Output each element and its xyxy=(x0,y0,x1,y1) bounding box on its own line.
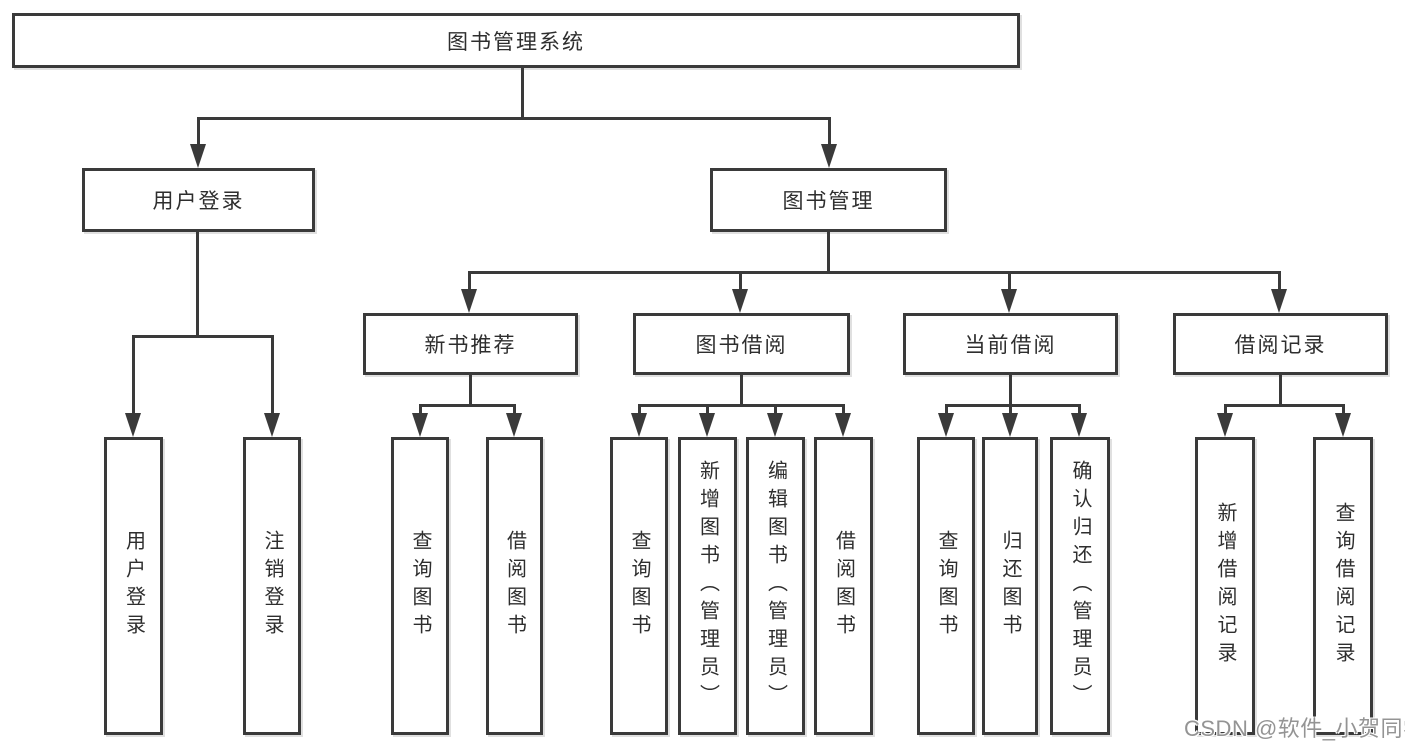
connector-line xyxy=(1278,271,1281,291)
connector-line xyxy=(1279,375,1282,407)
node-label-user-login: 用户登录 xyxy=(152,190,245,213)
arrowhead-down xyxy=(1335,413,1351,437)
node-label-book-management: 图书管理 xyxy=(782,190,875,213)
arrowhead-down xyxy=(631,413,647,437)
connector-line xyxy=(1078,404,1081,418)
connector-line xyxy=(468,271,1281,274)
leaf-node-borrow-books-recommend: 借阅图书 xyxy=(486,437,543,735)
connector-line xyxy=(842,404,845,418)
leaf-label-add-books-admin: 新增图书（管理员） xyxy=(696,460,719,712)
connector-line xyxy=(132,335,274,338)
connector-line xyxy=(419,404,422,418)
connector-line xyxy=(196,232,199,338)
connector-line xyxy=(774,404,777,418)
arrowhead-down xyxy=(264,413,280,437)
node-box-new-book-recommend: 新书推荐 xyxy=(363,313,578,375)
connector-line xyxy=(638,404,845,407)
arrowhead-down xyxy=(1002,413,1018,437)
connector-line xyxy=(419,404,516,407)
arrowhead-down xyxy=(190,144,206,168)
arrowhead-down xyxy=(461,289,477,313)
arrowhead-down xyxy=(938,413,954,437)
connector-line xyxy=(1224,404,1227,418)
connector-line xyxy=(739,271,742,291)
arrowhead-down xyxy=(1071,413,1087,437)
leaf-label-query-books-current: 查询图书 xyxy=(935,530,957,642)
connector-line xyxy=(197,117,200,149)
leaf-node-query-borrow-record: 查询借阅记录 xyxy=(1313,437,1373,735)
leaf-node-query-books-current: 查询图书 xyxy=(917,437,975,735)
leaf-label-logout: 注销登录 xyxy=(261,530,283,642)
node-label-borrow-records: 借阅记录 xyxy=(1234,334,1327,357)
csdn-watermark: CSDN @软件_小贺同学 xyxy=(1184,716,1405,741)
arrowhead-down xyxy=(125,413,141,437)
arrowhead-down xyxy=(1271,289,1287,313)
leaf-label-borrow-books-recommend: 借阅图书 xyxy=(503,530,526,642)
leaf-label-user-login: 用户登录 xyxy=(122,530,145,642)
node-label-book-borrow: 图书借阅 xyxy=(695,334,788,357)
leaf-node-add-books-admin: 新增图书（管理员） xyxy=(678,437,737,735)
connector-line xyxy=(945,404,948,418)
leaf-node-query-books-recommend: 查询图书 xyxy=(391,437,449,735)
leaf-label-add-borrow-record: 新增借阅记录 xyxy=(1214,502,1236,670)
node-box-book-borrow: 图书借阅 xyxy=(633,313,850,375)
connector-line xyxy=(828,117,831,149)
connector-line xyxy=(1224,404,1345,407)
leaf-node-return-books: 归还图书 xyxy=(982,437,1038,735)
connector-line xyxy=(521,66,524,119)
arrowhead-down xyxy=(699,413,715,437)
connector-line xyxy=(197,117,831,120)
node-label-new-book-recommend: 新书推荐 xyxy=(424,334,517,357)
leaf-label-query-borrow-record: 查询借阅记录 xyxy=(1332,502,1354,670)
connector-line xyxy=(827,232,830,274)
node-label-root: 图书管理系统 xyxy=(447,30,585,54)
connector-line xyxy=(468,271,471,291)
leaf-node-user-login: 用户登录 xyxy=(104,437,163,735)
leaf-node-add-borrow-record: 新增借阅记录 xyxy=(1195,437,1255,735)
leaf-label-edit-books-admin: 编辑图书（管理员） xyxy=(764,460,787,712)
leaf-node-logout: 注销登录 xyxy=(243,437,301,735)
connector-line xyxy=(1342,404,1345,418)
node-box-borrow-records: 借阅记录 xyxy=(1173,313,1388,375)
leaf-label-query-books-borrow: 查询图书 xyxy=(628,530,650,642)
leaf-label-query-books-recommend: 查询图书 xyxy=(409,530,431,642)
connector-line xyxy=(1009,404,1012,418)
connector-line xyxy=(1008,271,1011,291)
arrowhead-down xyxy=(767,413,783,437)
node-box-current-borrow: 当前借阅 xyxy=(903,313,1118,375)
leaf-label-return-books: 归还图书 xyxy=(999,530,1021,642)
connector-line xyxy=(513,404,516,418)
leaf-label-borrow-books: 借阅图书 xyxy=(832,530,855,642)
leaf-label-confirm-return-admin: 确认归还（管理员） xyxy=(1069,460,1091,712)
node-box-user-login: 用户登录 xyxy=(82,168,315,232)
arrowhead-down xyxy=(1001,289,1017,313)
connector-line xyxy=(1009,375,1012,407)
leaf-node-borrow-books: 借阅图书 xyxy=(814,437,873,735)
node-box-book-management: 图书管理 xyxy=(710,168,947,232)
connector-line xyxy=(271,335,274,415)
arrowhead-down xyxy=(1217,413,1233,437)
leaf-node-edit-books-admin: 编辑图书（管理员） xyxy=(746,437,805,735)
arrowhead-down xyxy=(412,413,428,437)
arrowhead-down xyxy=(835,413,851,437)
connector-line xyxy=(132,335,135,415)
node-box-root: 图书管理系统 xyxy=(12,13,1020,68)
arrowhead-down xyxy=(506,413,522,437)
connector-line xyxy=(469,375,472,407)
connector-line xyxy=(740,375,743,407)
leaf-node-query-books-borrow: 查询图书 xyxy=(610,437,668,735)
connector-line xyxy=(945,404,1081,407)
leaf-node-confirm-return-admin: 确认归还（管理员） xyxy=(1050,437,1110,735)
node-label-current-borrow: 当前借阅 xyxy=(964,334,1057,357)
connector-line xyxy=(638,404,641,418)
connector-line xyxy=(706,404,709,418)
arrowhead-down xyxy=(732,289,748,313)
arrowhead-down xyxy=(821,144,837,168)
